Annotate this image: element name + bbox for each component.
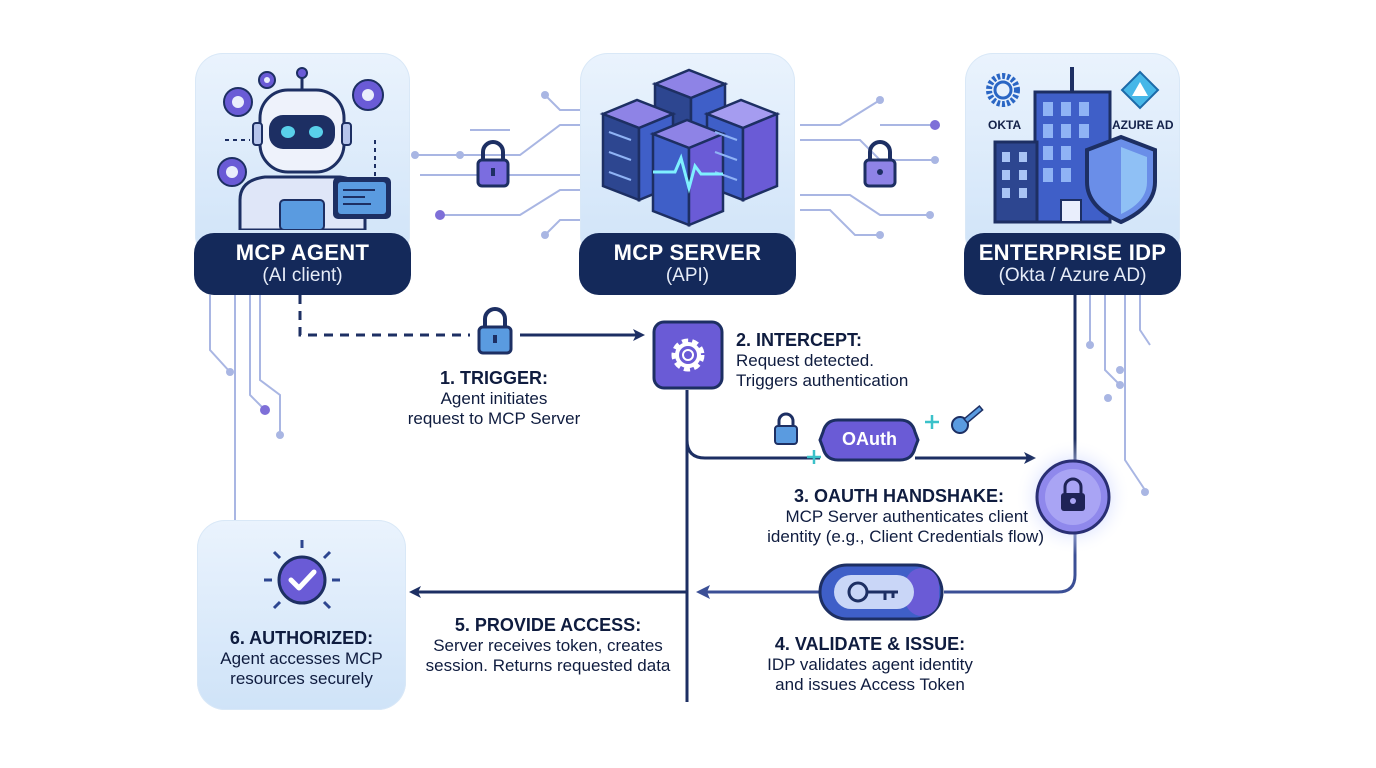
step-3-line-1: MCP Server authenticates client bbox=[785, 507, 1028, 526]
oauth-badge-shape bbox=[818, 418, 920, 462]
lock-icon-small bbox=[774, 412, 798, 445]
idp-label: ENTERPRISE IDP (Okta / Azure AD) bbox=[964, 233, 1181, 295]
agent-label: MCP AGENT (AI client) bbox=[194, 233, 411, 295]
step-1-line-2: request to MCP Server bbox=[407, 409, 581, 428]
token-key-pill bbox=[818, 563, 944, 621]
server-stack-icon bbox=[599, 68, 781, 227]
idp-subtitle: (Okta / Azure AD) bbox=[998, 265, 1147, 286]
arrow-step-4 bbox=[944, 532, 1077, 594]
step-4-line-2: and issues Access Token bbox=[775, 675, 965, 694]
server-title: MCP SERVER bbox=[613, 240, 762, 265]
agent-title: MCP AGENT bbox=[235, 240, 370, 265]
step-4-title: 4. VALIDATE & ISSUE: bbox=[774, 634, 966, 654]
azure-logo-icon bbox=[1120, 70, 1160, 110]
lock-icon-glow bbox=[1061, 477, 1085, 511]
step-6-authorized: 6. AUTHORIZED: Agent accesses MCP resour… bbox=[200, 628, 403, 689]
step-2-intercept: 2. INTERCEPT: Request detected. Triggers… bbox=[736, 330, 966, 391]
step-6-line-1: Agent accesses MCP bbox=[220, 649, 383, 668]
step-1-trigger: 1. TRIGGER: Agent initiates request to M… bbox=[384, 368, 604, 429]
step-5-line-2: session. Returns requested data bbox=[425, 656, 671, 675]
lock-icon-step1 bbox=[477, 307, 513, 355]
step-3-oauth-handshake: 3. OAUTH HANDSHAKE: MCP Server authentic… bbox=[714, 486, 1044, 547]
arrow-step-3 bbox=[685, 439, 820, 460]
step-1-line-1: Agent initiates bbox=[440, 389, 548, 408]
enterprise-building-icon bbox=[986, 67, 1160, 225]
lock-icon-top-left bbox=[476, 140, 510, 188]
step-5-line-1: Server receives token, creates bbox=[433, 636, 663, 655]
intercept-gear-box bbox=[652, 320, 724, 390]
step-1-title: 1. TRIGGER: bbox=[439, 368, 548, 388]
idp-title: ENTERPRISE IDP bbox=[978, 240, 1167, 265]
okta-label: OKTA bbox=[988, 118, 1022, 132]
checkmark-badge-icon bbox=[264, 540, 340, 610]
key-icon-small bbox=[951, 405, 984, 434]
step-6-line-2: resources securely bbox=[230, 669, 373, 688]
okta-logo-icon bbox=[986, 73, 1020, 107]
server-label: MCP SERVER (API) bbox=[579, 233, 796, 295]
robot-icon bbox=[217, 67, 391, 230]
step-3-title: 3. OAUTH HANDSHAKE: bbox=[793, 486, 1004, 506]
server-subtitle: (API) bbox=[665, 265, 710, 286]
step-2-line-1: Request detected. bbox=[736, 351, 874, 370]
lock-icon-top-right bbox=[863, 140, 897, 188]
agent-subtitle: (AI client) bbox=[262, 265, 343, 286]
step-5-title: 5. PROVIDE ACCESS: bbox=[454, 615, 642, 635]
step-2-title: 2. INTERCEPT: bbox=[736, 330, 863, 350]
step-4-line-1: IDP validates agent identity bbox=[767, 655, 973, 674]
azure-ad-label: AZURE AD bbox=[1112, 118, 1174, 132]
arrow-step-1 bbox=[298, 295, 470, 337]
circuit-lines-left bbox=[415, 94, 585, 236]
step-6-title: 6. AUTHORIZED: bbox=[229, 628, 374, 648]
authorized-card bbox=[197, 520, 406, 710]
step-2-line-2: Triggers authentication bbox=[736, 371, 909, 390]
oauth-badge-label: OAuth bbox=[842, 429, 897, 449]
step-5-provide-access: 5. PROVIDE ACCESS: Server receives token… bbox=[412, 615, 684, 676]
step-3-line-2: identity (e.g., Client Credentials flow) bbox=[767, 527, 1044, 546]
step-4-validate-issue: 4. VALIDATE & ISSUE: IDP validates agent… bbox=[745, 634, 995, 695]
